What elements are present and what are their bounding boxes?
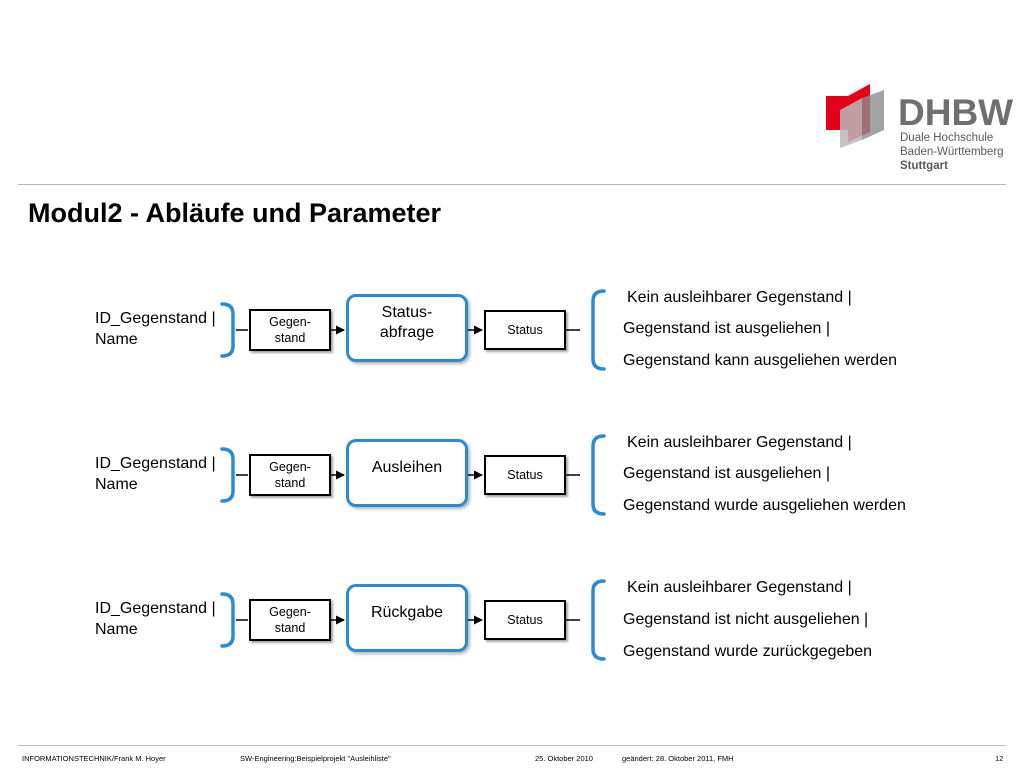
row-2-output-label: Status [507, 468, 543, 482]
row-2-outcome-2: Gegenstand ist ausgeliehen | [623, 465, 830, 482]
dhbw-logo-mark-icon [826, 84, 884, 148]
row-3-param-line-1: ID_Gegenstand | [95, 600, 216, 617]
row-1-input-box: Gegen- stand [249, 309, 331, 351]
row-2-input-line-1: Gegen- [269, 460, 311, 474]
logo-line-1: Duale Hochschule [900, 132, 994, 144]
dhbw-logo: DHBW Duale Hochschule Baden-Württemberg … [818, 80, 1013, 180]
row-2-input-line-2: stand [274, 476, 306, 490]
row-3-input-line-1: Gegen- [269, 605, 311, 619]
row-3-outcome-bracket [591, 579, 606, 661]
row-2-outcome-bracket [591, 434, 606, 516]
footer-author: INFORMATIONSTECHNIK/Frank M. Hoyer [22, 754, 166, 763]
row-3-param-bracket [220, 592, 235, 648]
logo-line-2: Baden-Württemberg [900, 146, 1004, 158]
row-3-process-line-1: Rückgabe [370, 604, 444, 621]
row-3-input-line-2: stand [274, 621, 306, 635]
row-2-output-box: Status [484, 455, 566, 495]
row-2-param-line-1: ID_Gegenstand | [95, 455, 216, 472]
footer-date: 25. Oktober 2010 [535, 754, 593, 763]
row-1-parameters: ID_Gegenstand | Name [95, 308, 216, 350]
logo-line-3: Stuttgart [900, 160, 948, 172]
row-2-parameters: ID_Gegenstand | Name [95, 453, 216, 495]
row-3-input-box: Gegen- stand [249, 599, 331, 641]
row-2-outcome-3: Gegenstand wurde ausgeliehen werden [623, 497, 906, 514]
row-3-outcome-2: Gegenstand ist nicht ausgeliehen | [623, 611, 869, 628]
row-1-process-box: Status- abfrage [346, 294, 468, 362]
row-3-param-line-2: Name [95, 621, 138, 638]
row-3-output-box: Status [484, 600, 566, 640]
row-3-outcome-1: Kein ausleihbarer Gegenstand | [627, 579, 852, 596]
row-2-param-bracket [220, 447, 235, 503]
header-divider [18, 184, 1006, 185]
row-2-outcome-1: Kein ausleihbarer Gegenstand | [627, 434, 852, 451]
row-1-outcome-1: Kein ausleihbarer Gegenstand | [627, 289, 852, 306]
row-1-input-line-2: stand [274, 331, 306, 345]
row-1-outcome-3: Gegenstand kann ausgeliehen werden [623, 352, 897, 369]
row-1-outcome-bracket [591, 289, 606, 371]
footer-page-number: 12 [995, 754, 1004, 763]
row-2-process-box: Ausleihen [346, 439, 468, 507]
row-1-process-line-1: Status- [381, 304, 433, 321]
row-1-process-line-2: abfrage [379, 324, 435, 341]
page-title: Modul2 - Abläufe und Parameter [28, 198, 442, 228]
row-1-param-bracket [220, 302, 235, 358]
row-1-output-label: Status [507, 323, 543, 337]
row-3-outcome-3: Gegenstand wurde zurückgegeben [623, 643, 873, 660]
footer-divider [18, 745, 1006, 746]
row-3-parameters: ID_Gegenstand | Name [95, 598, 216, 640]
logo-title: DHBW [898, 92, 1014, 133]
row-3-process-box: Rückgabe [346, 584, 468, 652]
row-1-output-box: Status [484, 310, 566, 350]
footer-project: SW-Engineering:Beispielprojekt "Ausleihl… [240, 754, 391, 763]
row-2-process-line-1: Ausleihen [371, 459, 443, 476]
row-1-param-line-1: ID_Gegenstand | [95, 310, 216, 327]
row-1-outcome-2: Gegenstand ist ausgeliehen | [623, 320, 830, 337]
row-2-input-box: Gegen- stand [249, 454, 331, 496]
footer-changed: geändert: 28. Oktober 2011, FMH [622, 754, 734, 763]
row-1-input-line-1: Gegen- [269, 315, 311, 329]
row-3-output-label: Status [507, 613, 543, 627]
row-1-param-line-2: Name [95, 331, 138, 348]
row-2-param-line-2: Name [95, 476, 138, 493]
